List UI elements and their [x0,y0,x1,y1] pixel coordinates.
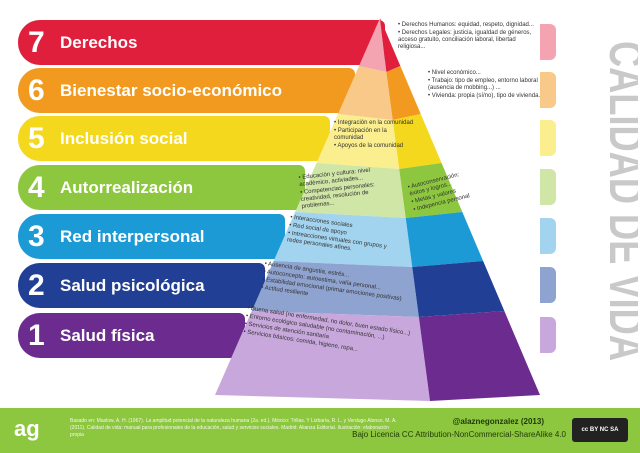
author-logo: ag [14,416,40,441]
level-side-tab-6 [540,72,556,108]
page-title: CALIDAD DE VIDA [599,41,638,361]
level-label: Autorrealización [60,178,194,197]
note-item: Derechos Humanos: equidad, respeto, dign… [398,22,538,29]
notes-level-5: Integración en la comunidadParticipación… [334,120,414,151]
note-item: Integración en la comunidad [334,120,414,127]
note-item: Vivienda: propia (sí/no), tipo de vivien… [428,93,548,100]
twitter-credit[interactable]: @alaznegonzalez (2013) [452,417,544,426]
level-side-tab-2 [540,267,556,303]
level-number: 3 [28,220,45,253]
level-side-tab-1 [540,317,556,353]
level-band-1: 1 Salud física [18,313,245,358]
note-item: Apoyos de la comunidad [334,143,414,150]
note-item: Trabajo: tipo de empleo, entorno laboral… [428,78,548,92]
pyramid-face-right-1 [418,311,540,401]
level-label: Salud psicológica [60,276,205,295]
level-label: Derechos [60,33,138,52]
note-item: Participación en la comunidad [334,128,414,142]
notes-level-6: Nivel económico...Trabajo: tipo de emple… [428,70,548,101]
level-number: 5 [28,122,45,155]
note-item: Nivel económico... [428,70,548,77]
level-side-tab-4 [540,169,556,205]
pyramid-face-right-3 [405,212,484,267]
references-text: Basado en: Maslow, A. H. (1967). La ampl… [70,418,397,438]
cc-license-icon[interactable]: cc BY NC SA [572,418,628,442]
pyramid-face-right-7 [380,18,401,72]
notes-level-7: Derechos Humanos: equidad, respeto, dign… [398,22,538,52]
level-number: 6 [28,74,45,107]
vertical-title: CALIDAD DE VIDA [599,41,638,361]
note-item: Derechos Legales: justicia, igualdad de … [398,30,538,51]
pyramid-face-right-2 [412,261,505,317]
level-label: Inclusión social [60,129,188,148]
level-band-6: 6 Bienestar socio-económico [18,68,355,113]
pyramid-face-left-6 [337,66,393,120]
level-label: Red interpersonal [60,227,205,246]
level-band-3: 3 Red interpersonal [18,214,285,259]
level-number: 4 [28,171,45,204]
footer: ag Basado en: Maslow, A. H. (1967). La a… [0,408,640,453]
pyramid-face-right-6 [386,66,421,120]
level-band-5: 5 Inclusión social [18,116,330,161]
level-band-2: 2 Salud psicológica [18,263,265,308]
license-text: Bajo Licencia CC Attribution-NonCommerci… [352,430,566,439]
level-side-tab-7 [540,24,556,60]
level-band-4: 4 Autorrealización [18,165,305,210]
level-number: 2 [28,269,45,302]
level-number: 7 [28,26,45,59]
pyramid-face-left-7 [358,18,387,72]
level-band-7: 7 Derechos [18,20,385,65]
level-label: Bienestar socio-económico [60,81,283,100]
level-side-tab-3 [540,218,556,254]
level-label: Salud física [60,326,155,345]
level-side-tab-5 [540,120,556,156]
level-number: 1 [28,319,45,352]
